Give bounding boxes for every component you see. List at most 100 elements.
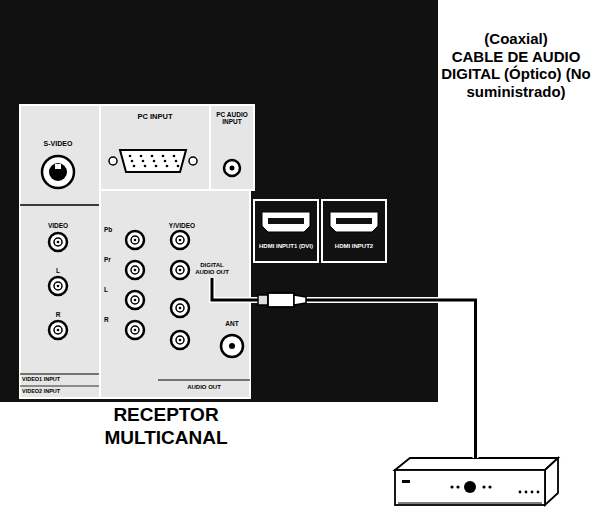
rca-jack [126,261,144,279]
receiver-button [456,485,459,488]
rca-jack [54,238,62,246]
antenna-jack [229,343,235,349]
optical-plug-tip [258,295,268,305]
receiver-button [519,491,522,494]
rca-jack [179,239,182,242]
rca-jack [57,329,60,332]
hdmi-panel [254,200,318,262]
vga-pin [133,165,136,168]
receiver-display [402,480,410,483]
vga-pins [129,155,180,168]
label: HDMI INPUT1 (DVI) [255,243,317,250]
panel-divider [20,374,100,375]
rca-jack [134,329,137,332]
label: R [104,316,122,323]
rca-jack [126,321,144,339]
hdmi-port-slot [336,218,372,224]
vga-pin [177,165,180,168]
vga-pin [144,165,147,168]
pc-panel [100,105,210,190]
rca-jack [54,326,62,334]
receiver-button [525,491,528,494]
vga-screw [189,157,197,165]
label: Pb [104,226,122,233]
vga-screw [109,157,117,165]
rca-jacks [49,231,189,349]
hdmi-panel [322,200,386,262]
receiver-base [398,503,542,504]
panel-divider [20,386,100,387]
receiver-top [395,458,558,470]
vga-pin [162,155,165,158]
rca-jack [134,269,137,272]
rca-jack [126,231,144,249]
receiver-knob [464,481,476,493]
rca-jack [131,326,139,334]
rca-jack [49,277,67,295]
node-text: RECEPTOR MULTICANAL [88,404,244,450]
rca-jack [54,282,62,290]
receiver-button [482,485,485,488]
vga-pin [175,160,178,163]
rca-jack [171,299,189,317]
rca-jack [57,241,60,244]
label: PC INPUT [110,113,200,122]
label: CABLE DE AUDIO DIGITAL (Óptico) (No sumi… [441,48,591,100]
vga-pin [151,155,154,158]
label: L [104,286,122,293]
multichannel-receiver: RECEPTOR MULTICANAL [395,458,558,505]
rca-jack [179,269,182,272]
digital-audio-out: DIGITAL AUDIO OUT [192,262,232,278]
label: HDMI INPUT2 [323,243,385,250]
receiver-button [537,491,540,494]
video-panel [20,105,100,398]
hdmi-port-slot [268,218,304,224]
pc-audio-panel [210,105,254,190]
label: L [38,267,78,274]
vga-pin [140,155,143,158]
label: Y/VIDEO [160,222,204,229]
rca-jack [57,285,60,288]
receiver-front [395,470,545,505]
receiver-side [545,458,558,505]
optical-cable [212,278,476,458]
label: PC AUDIO INPUT [211,111,253,126]
vga-pin [153,160,156,163]
rca-jack [176,266,184,274]
rca-jack [134,239,137,242]
vga-connector [120,150,186,172]
s-video-jack [49,163,67,181]
vga-pin [142,160,145,163]
s-video-jack [42,156,74,188]
rca-jack [49,321,67,339]
rca-jack [131,236,139,244]
rca-jack [176,236,184,244]
vga-pin [131,160,134,163]
rca-jack [176,304,184,312]
rca-jack [171,331,189,349]
label: Pr [104,256,122,263]
rca-jack [179,307,182,310]
vga-pin [164,160,167,163]
label: ANT [218,320,246,327]
cable-casing [212,278,476,458]
pc-audio-jack [224,160,240,176]
antenna-jack [221,335,243,357]
receiver-button [488,485,491,488]
hdmi-port [330,212,378,232]
label: VIDEO1 INPUT [22,376,98,382]
rca-jack [171,231,189,249]
rca-jack [131,266,139,274]
receiver-button [531,491,534,494]
rca-jack [171,261,189,279]
vga-pin [173,155,176,158]
label: (Coaxial) [441,30,591,47]
label: VIDEO [38,222,78,229]
vga-pin [129,155,132,158]
label: R [38,311,78,318]
hdmi-port [262,212,310,232]
rca-jack [49,233,67,251]
component-panel [100,190,250,398]
vga-pin [166,165,169,168]
